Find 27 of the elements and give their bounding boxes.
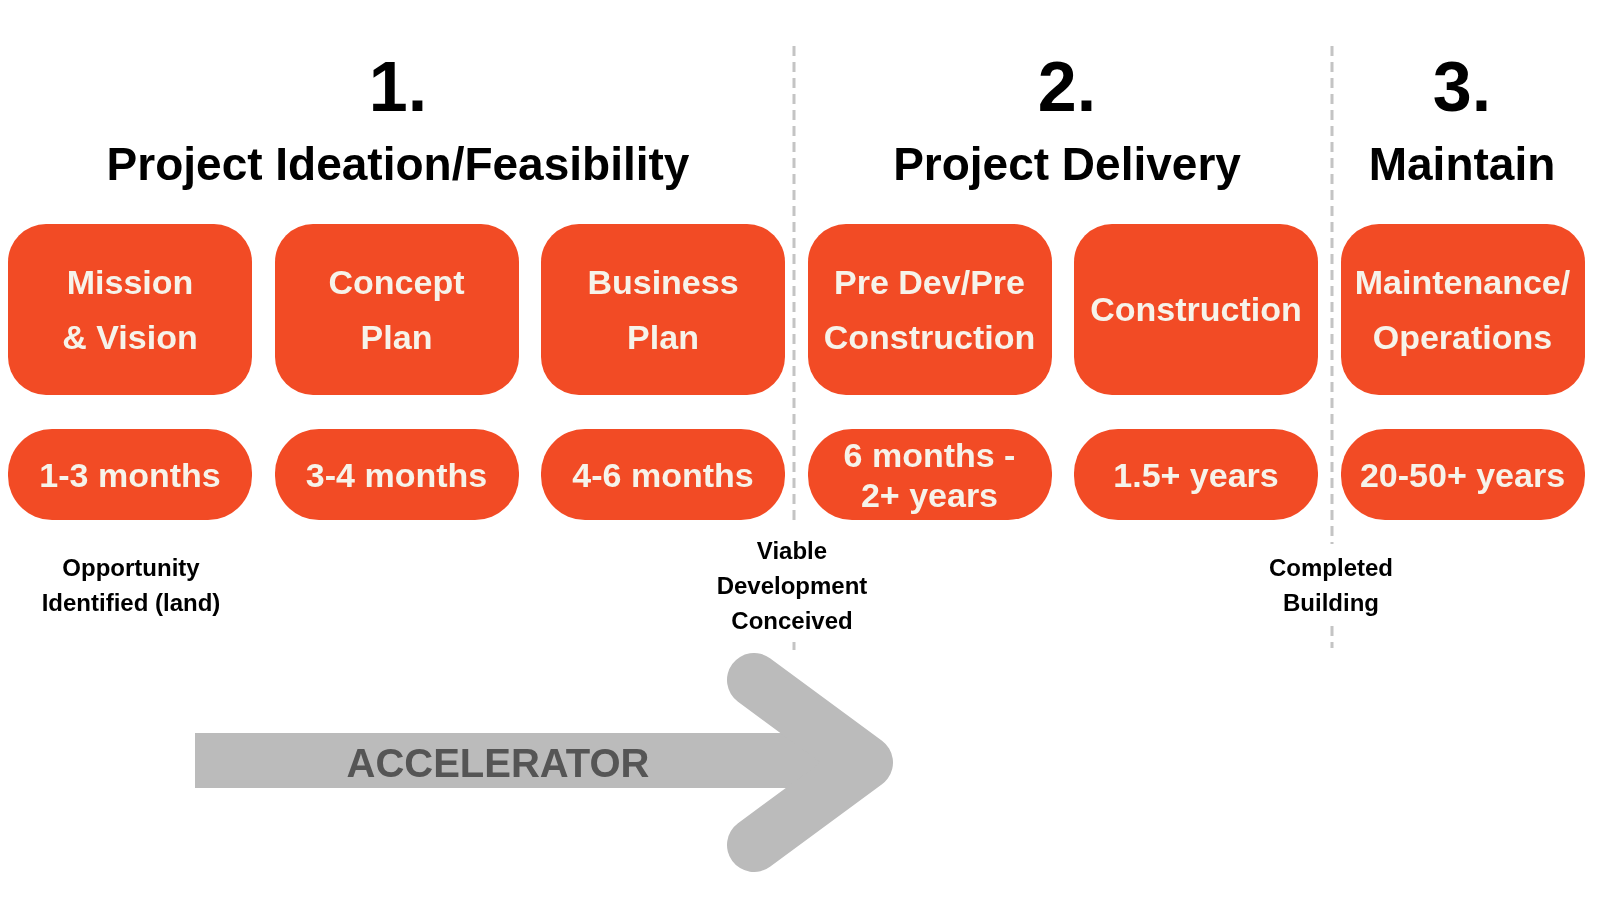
stage-name: Pre Dev/Pre Construction [822, 261, 1037, 358]
phase-number: 1. [368, 52, 428, 122]
phase-number: 2. [1037, 52, 1097, 122]
stage-box [8, 224, 252, 395]
stage-name: Construction [1090, 289, 1302, 330]
stage-name: Mission & Vision [61, 261, 199, 358]
milestone-note: Completed Building [1268, 553, 1394, 618]
phase-number: 3. [1432, 52, 1492, 122]
milestone-note: Opportunity Identified (land) [40, 553, 222, 618]
duration-text: 3-4 months [305, 454, 488, 495]
duration-text: 1.5+ years [1113, 454, 1279, 495]
stage-box [807, 224, 1052, 395]
phase-title: Maintain [1368, 141, 1556, 187]
stage-name: Concept Plan [327, 261, 466, 358]
stage-box [1074, 224, 1318, 395]
big-arrow [195, 653, 893, 872]
stage-name: Business Plan [586, 261, 740, 358]
stage-box [274, 224, 519, 395]
arrow-label: ACCELERATOR [346, 740, 650, 785]
duration-text: 1-3 months [39, 454, 221, 495]
duration-text: 4-6 months [572, 454, 754, 495]
duration-text: 6 months - 2+ years [842, 434, 1017, 515]
stage-box [1340, 224, 1585, 395]
stage-name: Maintenance/ Operations [1353, 261, 1572, 358]
duration-text: 20-50+ years [1359, 454, 1566, 495]
stage-box [541, 224, 785, 395]
milestone-note: Viable Development Conceived [715, 536, 869, 636]
